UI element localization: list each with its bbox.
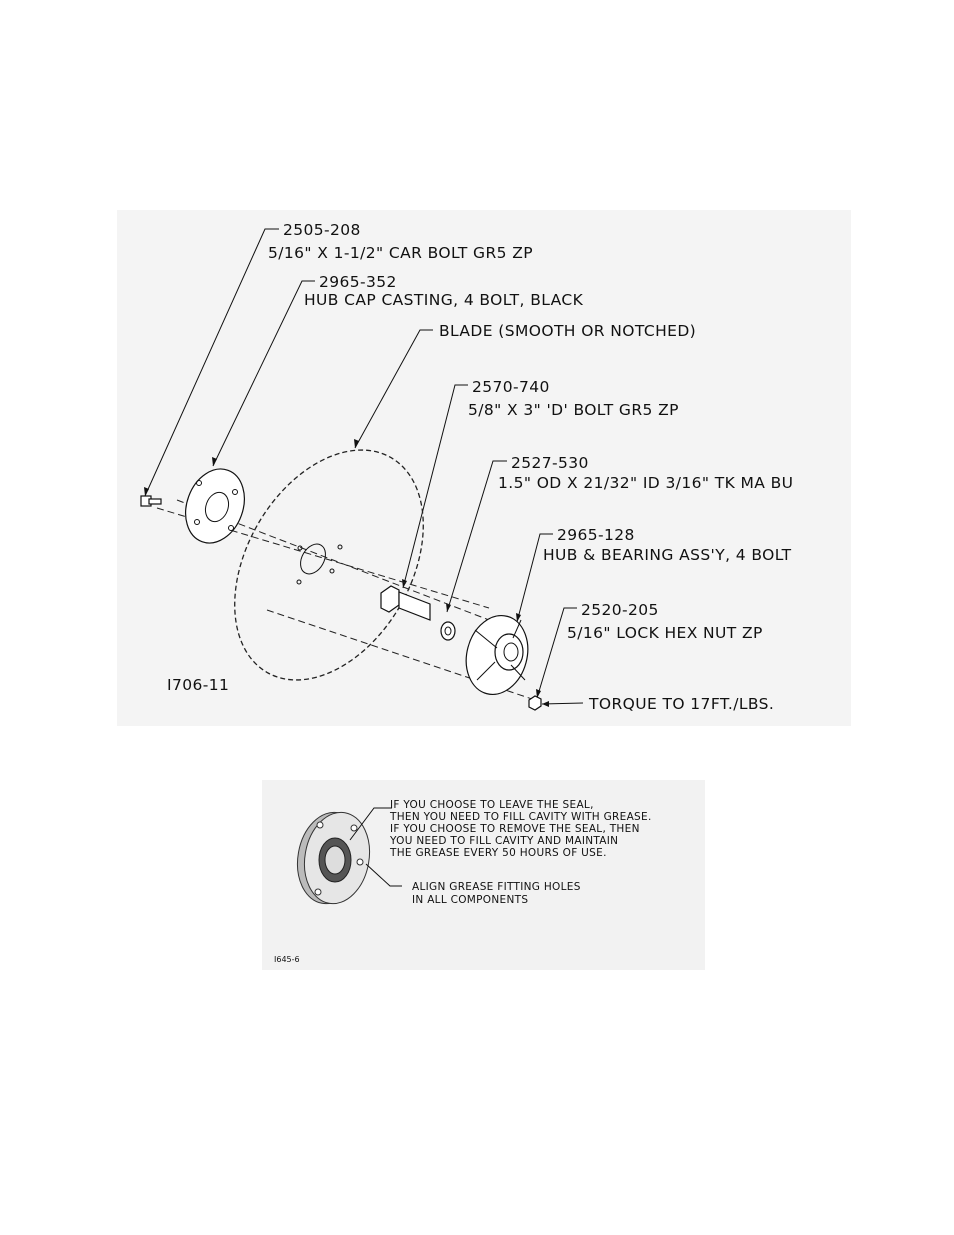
torque-note: TORQUE TO 17FT./LBS. [588,695,774,713]
grease-detail-diagram: IF YOU CHOOSE TO LEAVE THE SEAL, THEN YO… [262,780,705,970]
align-note: ALIGN GREASE FITTING HOLES IN ALL COMPON… [412,881,581,906]
svg-text:2520-205: 2520-205 [581,601,659,619]
leader-lines [144,228,584,707]
hub-and-bearing [465,614,529,696]
blade [234,449,424,681]
grease-drawing: IF YOU CHOOSE TO LEAVE THE SEAL, THEN YO… [274,799,652,964]
d-bolt [380,585,431,621]
svg-text:2527-530: 2527-530 [511,454,589,472]
svg-text:ALIGN GREASE FITTING HOLES: ALIGN GREASE FITTING HOLES [412,881,581,893]
svg-text:IF YOU CHOOSE TO REMOVE THE SE: IF YOU CHOOSE TO REMOVE THE SEAL, THEN [390,823,640,835]
svg-text:IN ALL COMPONENTS: IN ALL COMPONENTS [412,894,528,906]
svg-text:THE GREASE EVERY 50 HOURS OF U: THE GREASE EVERY 50 HOURS OF USE. [389,847,607,859]
carriage-bolt [140,495,162,507]
callout-2505-208: 2505-208 5/16" X 1-1/2" CAR BOLT GR5 ZP [268,221,533,262]
hub-detail [296,811,371,905]
svg-text:THEN YOU NEED TO FILL CAVITY W: THEN YOU NEED TO FILL CAVITY WITH GREASE… [389,811,652,823]
svg-text:1.5" OD X 21/32" ID 3/16" TK M: 1.5" OD X 21/32" ID 3/16" TK MA BU [498,474,793,492]
lock-hex-nut [528,695,542,711]
svg-text:YOU NEED TO FILL CAVITY AND MA: YOU NEED TO FILL CAVITY AND MAINTAIN [389,835,618,847]
callout-blade: BLADE (SMOOTH OR NOTCHED) [439,322,696,340]
drawing-id: I645-6 [274,955,300,964]
svg-text:HUB CAP CASTING, 4 BOLT, BLACK: HUB CAP CASTING, 4 BOLT, BLACK [304,291,584,309]
callout-2520-205: 2520-205 5/16" LOCK HEX NUT ZP [567,601,763,642]
callout-2527-530: 2527-530 1.5" OD X 21/32" ID 3/16" TK MA… [498,454,793,492]
svg-text:5/16" LOCK HEX NUT ZP: 5/16" LOCK HEX NUT ZP [567,624,763,642]
exploded-assembly-diagram: 2505-208 5/16" X 1-1/2" CAR BOLT GR5 ZP … [117,210,851,726]
callout-2965-128: 2965-128 HUB & BEARING ASS'Y, 4 BOLT [543,526,792,564]
svg-text:BLADE (SMOOTH OR NOTCHED): BLADE (SMOOTH OR NOTCHED) [439,322,696,340]
grease-note: IF YOU CHOOSE TO LEAVE THE SEAL, THEN YO… [389,799,652,859]
drawing-id: I706-11 [167,676,229,694]
svg-text:5/16" X 1-1/2" CAR BOLT GR5 ZP: 5/16" X 1-1/2" CAR BOLT GR5 ZP [268,244,533,262]
svg-text:2965-352: 2965-352 [319,273,397,291]
svg-text:IF YOU CHOOSE TO LEAVE THE SEA: IF YOU CHOOSE TO LEAVE THE SEAL, [390,799,594,811]
callout-2965-352: 2965-352 HUB CAP CASTING, 4 BOLT, BLACK [304,273,584,309]
svg-text:2570-740: 2570-740 [472,378,550,396]
hub-cap-casting [185,468,245,544]
svg-text:5/8" X 3" 'D' BOLT GR5 ZP: 5/8" X 3" 'D' BOLT GR5 ZP [468,401,679,419]
assembly-drawing: 2505-208 5/16" X 1-1/2" CAR BOLT GR5 ZP … [140,221,793,713]
washer [440,621,456,641]
svg-text:2965-128: 2965-128 [557,526,635,544]
leader-lines [349,807,402,887]
svg-text:2505-208: 2505-208 [283,221,361,239]
callout-2570-740: 2570-740 5/8" X 3" 'D' BOLT GR5 ZP [468,378,679,419]
svg-text:HUB & BEARING ASS'Y, 4 BOLT: HUB & BEARING ASS'Y, 4 BOLT [543,546,792,564]
